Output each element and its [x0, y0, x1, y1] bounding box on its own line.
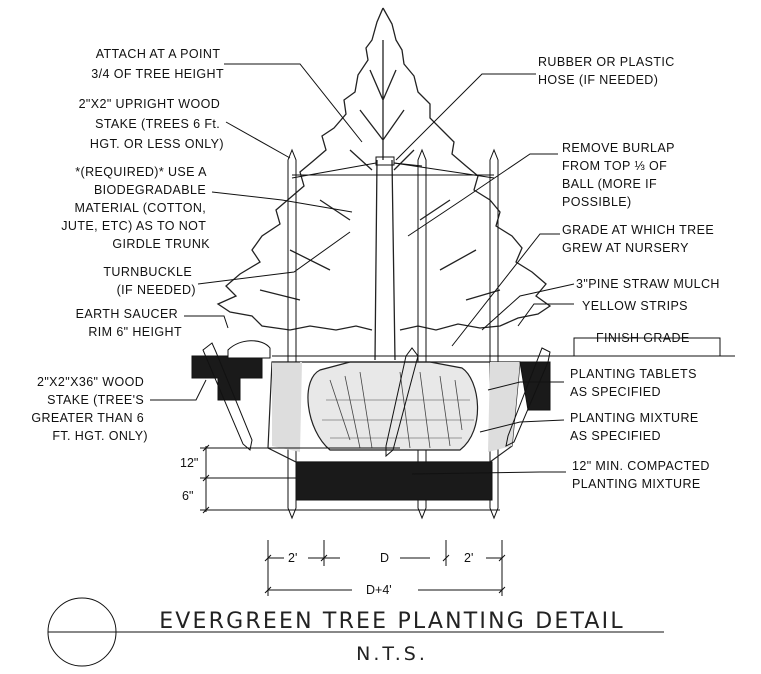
drawing-title: EVERGREEN TREE PLANTING DETAIL — [159, 609, 625, 634]
rubber-hose-collar — [375, 156, 395, 166]
label-upright-stake: 2"X2" UPRIGHT WOOD STAKE (TREES 6 Ft. HG… — [79, 97, 224, 151]
root-ball — [307, 361, 479, 451]
tree-trunk — [374, 156, 396, 361]
label-compacted: 12" MIN. COMPACTED PLANTING MIXTURE — [572, 459, 714, 491]
label-attach: ATTACH AT A POINT 3/4 OF TREE HEIGHT — [91, 47, 224, 81]
upright-stake-right — [489, 148, 499, 520]
earth-saucer-rim-right — [519, 361, 551, 411]
upright-stake-left — [287, 148, 297, 520]
wood-stake-left — [202, 342, 253, 451]
upright-stakes — [287, 148, 499, 520]
right-leader-lines — [395, 73, 575, 475]
dim-side-right: 2' — [464, 551, 473, 565]
dim-depth-12: 12" — [180, 456, 198, 470]
wood-stake-center — [385, 347, 419, 458]
dim-center: D — [380, 551, 389, 565]
finish-grade-marker — [573, 337, 721, 356]
dim-side-left: 2' — [288, 551, 297, 565]
drawing-scale: N.T.S. — [356, 643, 428, 665]
label-hose: RUBBER OR PLASTIC HOSE (IF NEEDED) — [538, 55, 679, 87]
label-grade-nursery: GRADE AT WHICH TREE GREW AT NURSERY — [562, 223, 718, 255]
label-earth-saucer: EARTH SAUCER RIM 6" HEIGHT — [76, 307, 182, 339]
dim-depth-6: 6" — [182, 489, 193, 503]
upright-stake-center — [417, 148, 427, 520]
depth-dimensions — [200, 444, 500, 514]
left-leader-lines — [150, 63, 363, 401]
width-dimensions — [264, 540, 506, 596]
label-wood-stake: 2"X2"X36" WOOD STAKE (TREE'S GREATER THA… — [31, 375, 148, 443]
label-burlap: REMOVE BURLAP FROM TOP ⅓ OF BALL (MORE I… — [562, 141, 679, 209]
label-mulch: 3"PINE STRAW MULCH — [576, 277, 720, 291]
label-biodegradable: *(REQUIRED)* USE A BIODEGRADABLE MATERIA… — [61, 165, 210, 251]
wood-stake-right — [505, 347, 551, 447]
label-turnbuckle: TURNBUCKLE (IF NEEDED) — [103, 265, 196, 297]
label-yellow-strips: YELLOW STRIPS — [582, 299, 688, 313]
label-finish-grade: FINISH GRADE — [596, 331, 690, 345]
planting-pit — [267, 361, 521, 501]
guy-wires — [291, 162, 495, 179]
compacted-planting-mixture — [295, 461, 493, 501]
evergreen-tree-canopy — [216, 7, 552, 331]
angled-wood-stakes — [202, 342, 551, 458]
label-tablets: PLANTING TABLETS AS SPECIFIED — [570, 367, 701, 399]
label-mixture: PLANTING MIXTURE AS SPECIFIED — [570, 411, 703, 443]
dim-overall: D+4' — [366, 583, 392, 597]
